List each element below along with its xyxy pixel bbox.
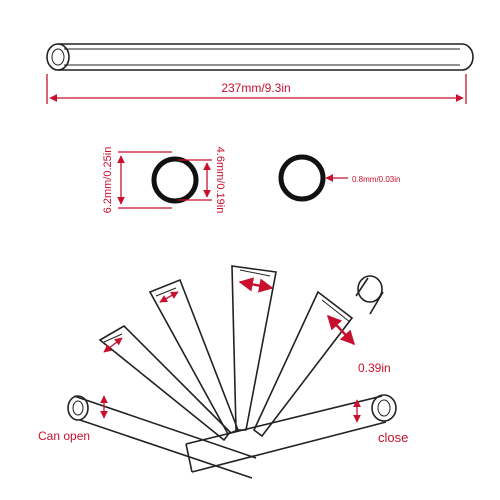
close-label: close: [378, 430, 408, 445]
length-label: 237mm/9.3in: [221, 81, 290, 95]
can-open-label: Can open: [38, 429, 90, 443]
length-dimension: 237mm/9.3in: [46, 74, 467, 104]
opening-label: 0.39in: [358, 361, 391, 375]
cross-section-wall: 0.8mm/0.03in: [278, 154, 400, 202]
fanned-tubes: [67, 265, 397, 479]
outer-diameter-label: 6.2mm/0.25in: [102, 147, 114, 214]
inner-diameter-label: 4.6mm/0.19in: [214, 147, 226, 214]
wall-thickness-label: 0.8mm/0.03in: [352, 175, 400, 184]
opening-arrows: [100, 277, 361, 423]
long-tube: [46, 43, 474, 71]
cross-section-diameter: 6.2mm/0.25in 4.6mm/0.19in: [102, 147, 226, 214]
